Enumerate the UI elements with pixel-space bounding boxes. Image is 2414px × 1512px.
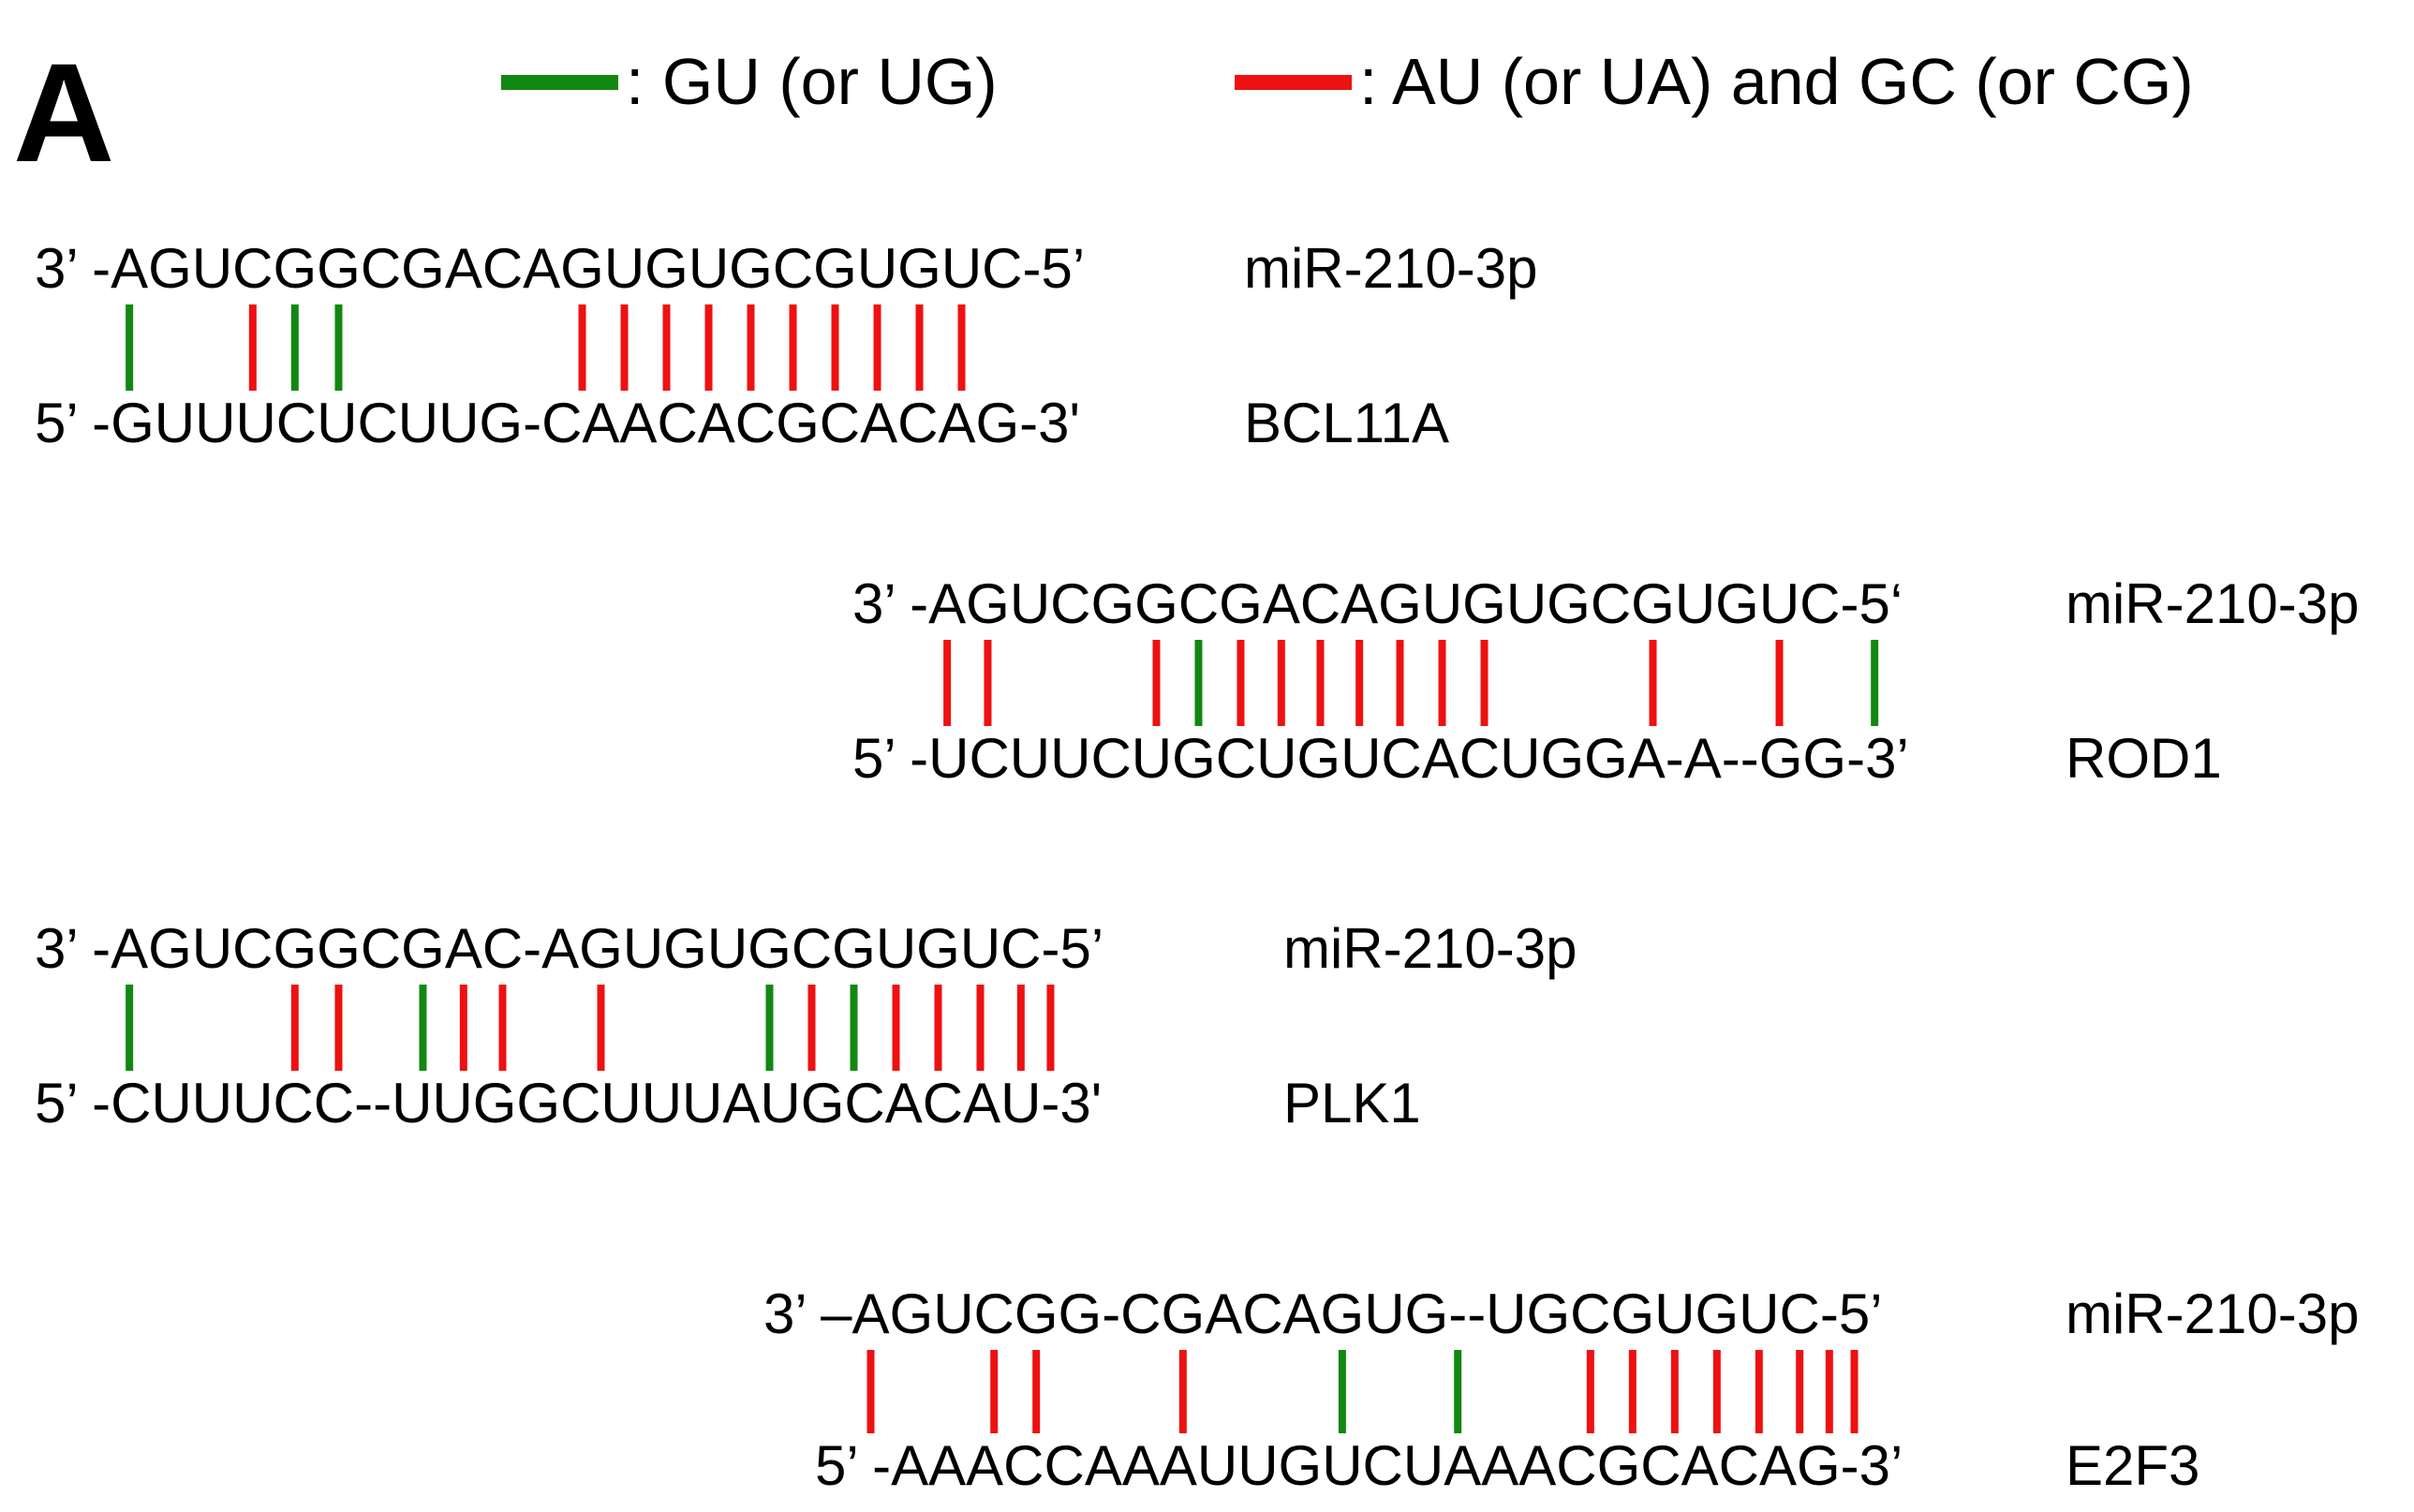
target-sequence: 5’ -UCUUCUGCUGUCACUGGA-A--GG-3’ bbox=[852, 727, 1909, 790]
legend-swatch-gu bbox=[501, 75, 618, 90]
mirna-sequence: 3’ –AGUCGG-CGACAGUG--UGCGUGUC-5’ bbox=[763, 1282, 1883, 1345]
alignment-plk1: 3’ -AGUCGGCGAC-AGUGUGCGUGUC-5’ miR-210-3… bbox=[35, 917, 1577, 1134]
target-sequence: 5’ -AAACCAAAUUGUCUAAACGCACAG-3’ bbox=[815, 1434, 1903, 1497]
alignment-rod1: 3’ -AGUCGGCGACAGUGUGCGUGUC-5‘ miR-210-3p… bbox=[852, 572, 2359, 790]
mirna-name: miR-210-3p bbox=[1283, 917, 1577, 980]
legend: : GU (or UG) : AU (or UA) and GC (or CG) bbox=[501, 45, 2194, 118]
base-pair-lines bbox=[943, 640, 1879, 726]
legend-swatch-au-gc bbox=[1235, 75, 1352, 90]
mirna-sequence: 3’ -AGUCGGCGACAGUGUGCGUGUC-5‘ bbox=[852, 572, 1903, 635]
mirna-name: miR-210-3p bbox=[2066, 1282, 2359, 1345]
target-name: PLK1 bbox=[1283, 1072, 1421, 1134]
base-pair-lines bbox=[126, 985, 1055, 1071]
legend-label-au-gc: : AU (or UA) and GC (or CG) bbox=[1359, 45, 2194, 118]
target-name: E2F3 bbox=[2066, 1434, 2199, 1497]
mirna-name: miR-210-3p bbox=[2066, 572, 2359, 635]
legend-label-gu: : GU (or UG) bbox=[626, 45, 998, 118]
panel-label: A bbox=[13, 34, 114, 191]
mirna-name: miR-210-3p bbox=[1244, 237, 1537, 300]
base-pair-lines bbox=[126, 304, 966, 391]
target-name: ROD1 bbox=[2066, 727, 2222, 790]
alignment-bcl11a: 3’ -AGUCGGCGACAGUGUGCGUGUC-5’ miR-210-3p… bbox=[35, 237, 1537, 454]
target-sequence: 5’ -GUUUCUCUUG-CAACACGCACAG-3' bbox=[35, 392, 1080, 454]
target-name: BCL11A bbox=[1244, 392, 1449, 454]
mirna-sequence: 3’ -AGUCGGCGACAGUGUGCGUGUC-5’ bbox=[35, 237, 1085, 300]
base-pair-lines bbox=[866, 1350, 1859, 1433]
alignment-e2f3: 3’ –AGUCGG-CGACAGUG--UGCGUGUC-5’ miR-210… bbox=[763, 1282, 2359, 1497]
mirna-sequence: 3’ -AGUCGGCGAC-AGUGUGCGUGUC-5’ bbox=[35, 917, 1103, 980]
target-sequence: 5’ -CUUUCC--UUGGCUUUAUGCACAU-3' bbox=[35, 1072, 1102, 1134]
